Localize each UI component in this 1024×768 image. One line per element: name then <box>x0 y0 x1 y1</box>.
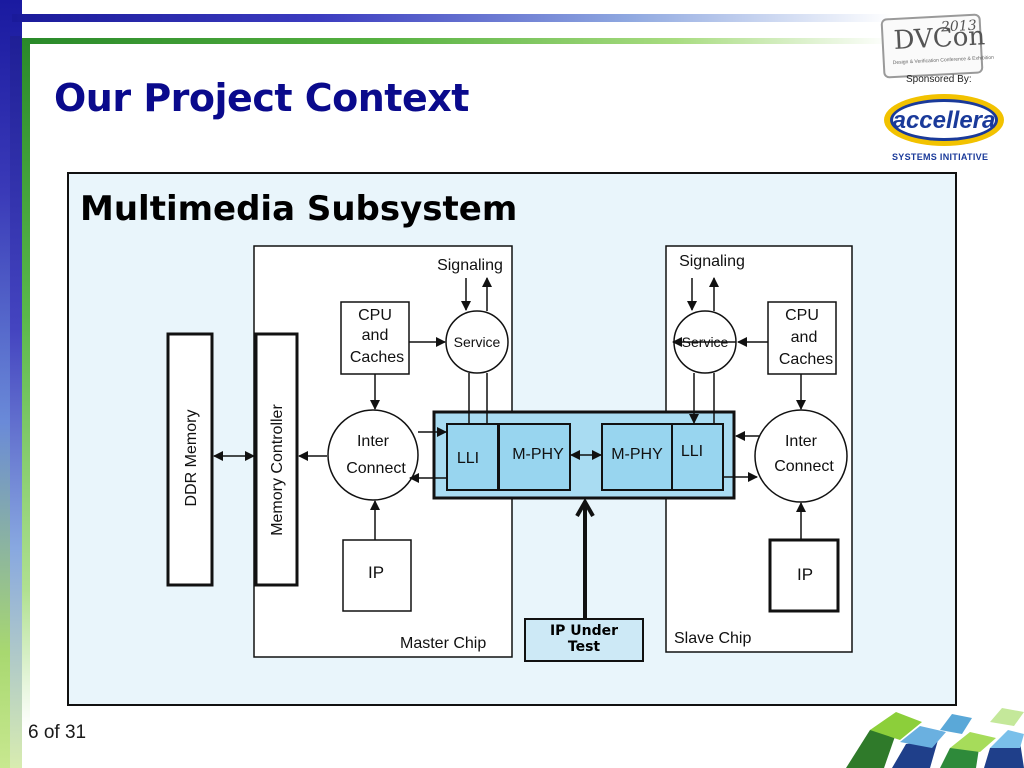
ip-under-test-line2: Test <box>567 639 601 655</box>
slave-interconnect-line2: Connect <box>774 458 834 475</box>
page-number: 6 of 31 <box>28 722 87 743</box>
slave-cpu-box <box>767 301 837 375</box>
accellera-logo-text: accellera <box>893 107 996 134</box>
slave-ip-label: IP <box>797 565 813 584</box>
master-lli-label: LLI <box>457 450 479 467</box>
accellera-logo: accellera <box>884 94 1004 146</box>
master-service-node <box>445 310 509 374</box>
slide-frame-top-bar <box>12 14 892 22</box>
master-signaling-label: Signaling <box>437 257 503 274</box>
slave-mphy-label: M-PHY <box>611 446 663 463</box>
ip-under-test-box: IP Under Test <box>524 618 644 662</box>
slave-ip-box <box>768 538 840 613</box>
master-cpu-line2: and <box>362 327 389 344</box>
master-chip-label: Master Chip <box>400 635 486 652</box>
accellera-subtitle: SYSTEMS INITIATIVE <box>892 152 989 162</box>
master-interconnect-node <box>327 409 419 501</box>
master-interconnect-line1: Inter <box>357 433 390 450</box>
ip-under-test-pointer-head <box>575 497 595 517</box>
master-interconnect-line2: Connect <box>346 460 406 477</box>
master-ip-label: IP <box>368 563 384 582</box>
slave-interconnect-line1: Inter <box>785 433 818 450</box>
slave-chip-label: Slave Chip <box>674 630 751 647</box>
master-service-label: Service <box>454 334 501 350</box>
slave-lli-box <box>671 423 724 491</box>
master-cpu-line1: CPU <box>358 307 392 324</box>
master-cpu-box <box>340 301 410 375</box>
slave-cpu-line1: CPU <box>785 307 819 324</box>
slave-cpu-line3: Caches <box>779 351 833 368</box>
master-lli-box <box>446 423 499 491</box>
slide-title: Our Project Context <box>54 76 469 120</box>
slide-frame-green-vertical-bar <box>22 38 30 728</box>
memory-controller-label: Memory Controller <box>269 404 286 536</box>
ddr-memory-box <box>166 332 214 587</box>
master-cpu-line3: Caches <box>350 349 404 366</box>
slave-cpu-line2: and <box>791 329 818 346</box>
slide-frame-left-inner-bar <box>10 36 22 768</box>
slave-lli-label: LLI <box>681 443 703 460</box>
memory-controller-box <box>254 332 299 587</box>
slide-frame-green-bar <box>30 38 890 44</box>
ip-under-test-line1: IP Under <box>549 623 619 639</box>
master-mphy-label: M-PHY <box>512 446 564 463</box>
master-ip-box <box>342 539 412 612</box>
decorative-cubes <box>846 708 1024 768</box>
master-mphy-box <box>498 423 571 491</box>
sponsored-by-label: Sponsored By: <box>906 74 972 85</box>
slave-signaling-label: Signaling <box>679 253 745 270</box>
subsystem-heading: Multimedia Subsystem <box>80 189 517 229</box>
slave-interconnect-node <box>754 409 848 503</box>
ddr-memory-label: DDR Memory <box>183 410 200 507</box>
diagram-connectors <box>213 277 806 540</box>
